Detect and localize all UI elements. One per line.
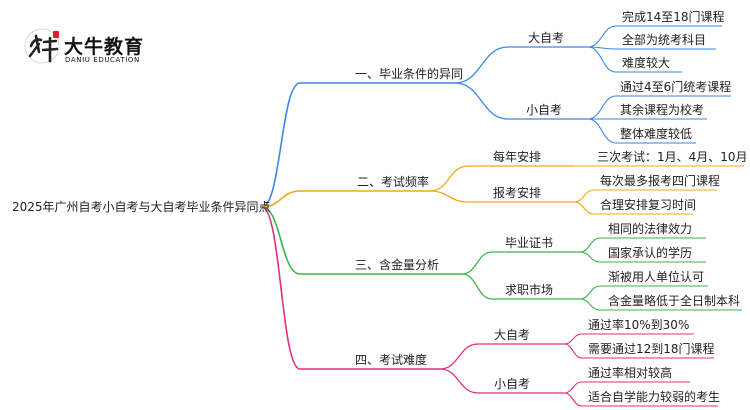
- branch-2-sub-1-leaf-1: 三次考试：1月、4月、10月: [597, 150, 748, 164]
- branch-1-connector: [261, 82, 455, 208]
- branch-4-connector: [261, 206, 440, 370]
- branch-1-sub-2-leaf-1: 通过4至6门统考课程: [620, 80, 732, 94]
- branch-1-sub-2-leaf-3: 整体难度较低: [620, 127, 693, 141]
- branch-2-sub-1-label: 每年安排: [493, 150, 542, 164]
- daniu-logo-icon: [24, 28, 60, 64]
- branch-4-sub-2-leaf-1: 通过率相对较高: [588, 366, 673, 380]
- branch-3-sub-2-leaf-1: 渐被用人单位认可: [608, 270, 705, 284]
- branch-1-sub-1-leaf-3: 难度较大: [622, 56, 671, 70]
- branch-4-sub-1-leaf-1-connector: [563, 333, 694, 345]
- branch-1-label: 一、毕业条件的异同: [355, 67, 464, 81]
- branch-1-sub-1-leaf-2: 全部为统考科目: [622, 33, 707, 47]
- branch-4-label: 四、考试难度: [355, 353, 428, 367]
- branch-1-sub-2-leaf-3-connector: [587, 118, 696, 144]
- root-topic: 2025年广州自考小自考与大自考毕业条件异同点: [12, 200, 271, 214]
- branch-3-label: 三、含金量分析: [355, 258, 440, 272]
- branch-3-sub-2-connector: [461, 273, 580, 300]
- branch-3-sub-1-connector: [461, 251, 580, 275]
- brand-logo: 大牛教育 DANIU EDUCATION: [22, 26, 172, 70]
- branch-2-sub-2-connector: [429, 190, 574, 203]
- branch-3-sub-1-leaf-2: 国家承认的学历: [608, 246, 693, 260]
- branch-3-sub-1-leaf-1: 相同的法律效力: [608, 222, 693, 236]
- branch-4-sub-2-leaf-2: 适合自学能力较弱的考生: [588, 390, 721, 404]
- brand-name-cn: 大牛教育: [64, 36, 145, 58]
- branch-4-sub-2-label: 小自考: [494, 377, 531, 391]
- branch-2-sub-2-leaf-2-connector: [573, 201, 693, 215]
- branch-1-sub-1-leaf-1-connector: [587, 25, 722, 48]
- branch-3-sub-2-label: 求职市场: [505, 283, 554, 297]
- branch-1-sub-1-leaf-1: 完成14至18门课程: [622, 10, 725, 24]
- branch-4-sub-2-leaf-1-connector: [563, 381, 690, 394]
- branch-3-sub-1-label: 毕业证书: [505, 236, 554, 250]
- branch-4-sub-2-connector: [439, 368, 564, 394]
- branch-4-sub-1-connector: [439, 343, 564, 370]
- branch-1-sub-1-leaf-2-connector: [587, 46, 716, 50]
- branch-2-sub-2-leaf-2: 合理安排复习时间: [600, 198, 697, 212]
- branch-4-sub-1-leaf-2-connector: [563, 343, 714, 359]
- branch-1-sub-2-connector: [454, 82, 588, 120]
- branch-1-sub-2-label: 小自考: [526, 103, 563, 117]
- branch-2-sub-2-leaf-1-connector: [573, 189, 717, 203]
- branch-1-sub-1-connector: [454, 46, 588, 84]
- branch-3-sub-1-leaf-2-connector: [579, 251, 706, 263]
- branch-4-sub-1-label: 大自考: [494, 328, 531, 342]
- branch-1-sub-1-leaf-3-connector: [587, 46, 682, 73]
- brand-name-en: DANIU EDUCATION: [65, 56, 140, 64]
- branch-4-sub-1-leaf-2: 需要通过12到18门课程: [588, 342, 715, 356]
- branch-2-sub-2-label: 报考安排: [493, 186, 542, 200]
- branch-3-sub-2-leaf-2-connector: [579, 298, 742, 311]
- branch-2-label: 二、考试频率: [357, 175, 430, 189]
- branch-1-sub-1-label: 大自考: [528, 31, 565, 45]
- branch-2-connector: [261, 190, 430, 208]
- branch-3-sub-2-leaf-1-connector: [579, 285, 708, 300]
- branch-3-sub-2-leaf-2: 含金量略低于全日制本科: [608, 294, 741, 308]
- branch-3-sub-1-leaf-1-connector: [579, 237, 706, 253]
- branch-4-sub-1-leaf-1: 通过率10%到30%: [588, 318, 690, 332]
- branch-2-sub-1-connector: [429, 165, 574, 192]
- branch-4-sub-2-leaf-2-connector: [563, 392, 718, 407]
- branch-1-sub-2-leaf-2: 其余课程为校考: [620, 103, 705, 117]
- branch-3-connector: [261, 206, 462, 275]
- branch-2-sub-2-leaf-1: 每次最多报考四门课程: [600, 174, 721, 188]
- branch-1-sub-2-leaf-1-connector: [587, 95, 731, 120]
